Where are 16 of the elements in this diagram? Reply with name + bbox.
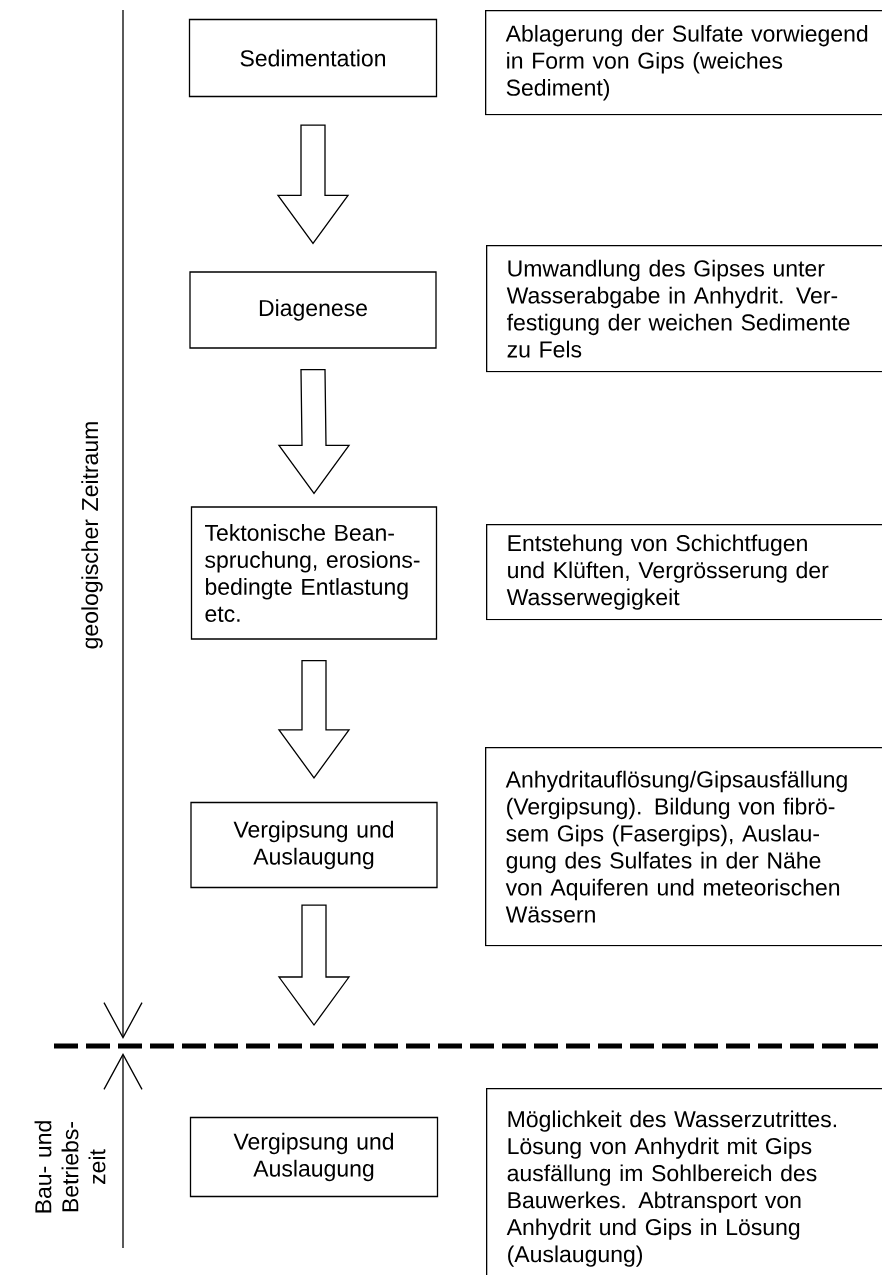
process-box: Tektonische Bean- spruchung, erosions- bedingte Entlastung etc. [190,506,438,640]
block-arrow [277,369,351,495]
block-arrow [277,660,351,779]
axis-label: geologischer Zeitraum [81,422,103,649]
block-arrow [276,124,350,245]
process-box: Vergipsung und Auslaugung [190,801,438,889]
description-box: Ablagerung der Sulfate vorwiegend in Form von Gips (weiches Sediment) [485,10,882,116]
process-box: Vergipsung und Auslaugung [189,1116,439,1198]
process-box: Sedimentation [188,18,438,98]
description-box: Entstehung von Schichtfugen und Klüften, Vergrösserung der Wasserwegigkeit [486,524,882,621]
process-box: Diagenese [189,271,437,349]
block-arrow [277,904,351,1027]
description-box: Möglichkeit des Wasserzutrittes. Lösung von Anhydrit mit Gips ausfällung im Sohlbereich des Bauwerkes. Abtransport von Anhydrit und Gips in Lösung (Auslaugung) [486,1088,882,1275]
axis-label: Bau- und Betriebs- zeit [34,1121,106,1213]
description-box: Umwandlung des Gipses unter Wasserabgabe in Anhydrit. Ver- festigung der weichen Sedimente zu Fels [486,245,882,373]
description-box: Anhydritauflösung/Gipsausfällung (Vergipsung). Bildung von fibrö- sem Gips (Fasergips), Auslau- gung des Sulfates in der Nähe von Aquiferen und meteorischen Wässern [485,747,882,947]
